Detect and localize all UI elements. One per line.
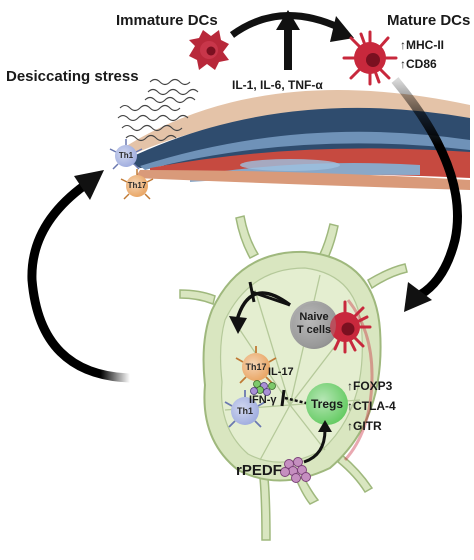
mhc-ii-label: ↑MHC-II <box>400 38 444 52</box>
th17-eye-label: Th17 <box>127 181 147 190</box>
return-arrow <box>27 181 131 383</box>
cd86-label: ↑CD86 <box>400 57 437 71</box>
th1-eye-label: Th1 <box>118 151 134 160</box>
cytokines-label: IL-1, IL-6, TNF-α <box>232 78 323 92</box>
eye-illustration <box>120 90 470 190</box>
th17-cell-eye <box>120 169 154 200</box>
rpedf-arrow <box>303 429 327 464</box>
ctla4-label: ↑CTLA-4 <box>347 399 396 413</box>
foxp3-label: ↑FOXP3 <box>347 379 393 393</box>
tregs-label: Tregs <box>310 397 343 411</box>
rpedf-label: rPEDF <box>236 462 282 479</box>
immature-dc-cell <box>189 30 229 70</box>
mature-dcs-label: Mature DCs <box>387 12 471 29</box>
up-arrow <box>276 10 300 70</box>
return-arrowhead <box>74 170 104 200</box>
th1-node-label: Th1 <box>236 406 253 416</box>
differentiation-arrowhead <box>229 316 247 334</box>
treg-inhibition-bar <box>280 389 286 407</box>
naive-t-cells-label-line2: T cells <box>296 324 332 336</box>
treg-inhibition-line <box>284 396 311 406</box>
naive-t-cell <box>290 301 338 349</box>
mature-dc-lymph <box>330 300 372 354</box>
th17-cell-node <box>235 346 277 384</box>
il17-label: IL-17 <box>268 366 294 378</box>
th1-cell-node <box>224 390 266 428</box>
pedf-molecules <box>280 457 311 483</box>
inhibition-line <box>251 290 291 307</box>
inhibition-bar <box>248 281 256 303</box>
mature-dc-cell <box>342 30 398 86</box>
migration-arrowhead <box>404 282 432 312</box>
treg-cell <box>306 383 348 425</box>
rpedf-arrowhead <box>318 420 332 432</box>
gitr-label: ↑GITR <box>347 419 382 433</box>
migration-arrow <box>391 77 462 299</box>
desiccating-stress-label: Desiccating stress <box>6 68 139 85</box>
maturation-arrowhead <box>330 16 354 42</box>
lymph-node <box>179 215 408 541</box>
maturation-arrow <box>229 12 342 38</box>
immature-dcs-label: Immature DCs <box>116 12 218 29</box>
th1-cell-eye <box>109 139 143 170</box>
ifn-gamma-label: IFN-γ <box>249 394 277 406</box>
cytokine-cluster <box>250 380 276 396</box>
th17-node-label: Th17 <box>245 362 267 372</box>
desiccating-stress-waves <box>117 78 199 142</box>
naive-t-cells-label-line1: Naive <box>299 311 329 323</box>
